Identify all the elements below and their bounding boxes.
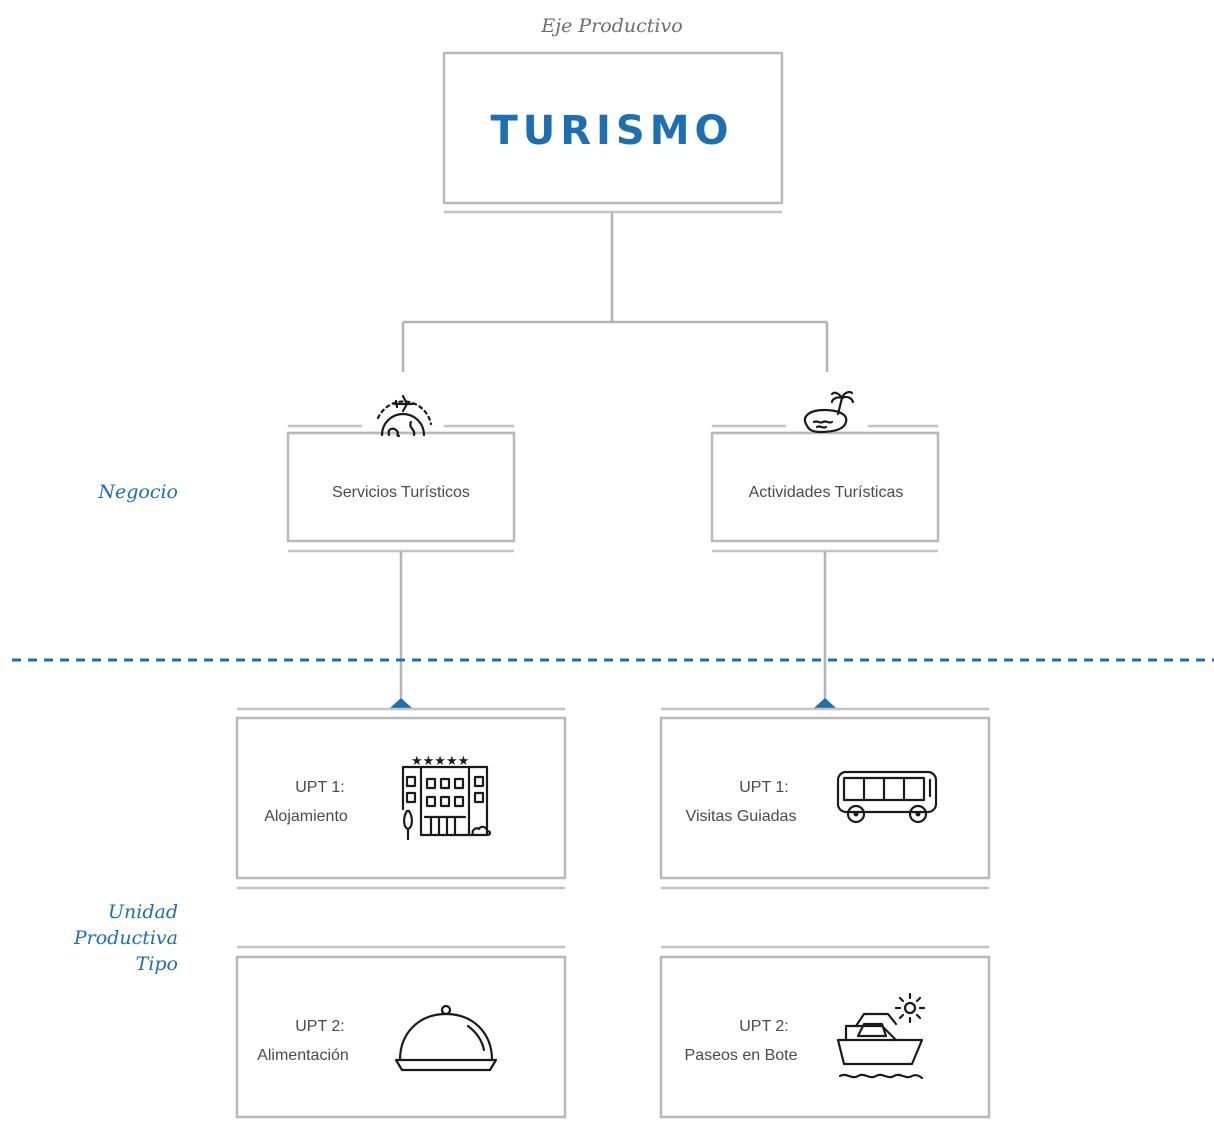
upt-number: UPT 1: xyxy=(295,779,345,796)
boat-sun-icon xyxy=(836,992,926,1080)
unidad-side-line: Unidad xyxy=(108,901,178,923)
hotel-icon: ★★★★★ xyxy=(401,754,492,841)
upt-box-alojamiento: UPT 1: Alojamiento xyxy=(235,707,567,890)
negocio-label: Actividades Turísticas xyxy=(749,484,904,501)
cloche-icon xyxy=(394,1004,498,1072)
negocio-box-actividades: Actividades Turísticas xyxy=(710,424,940,553)
turismo-box: TURISMO xyxy=(442,51,784,214)
bus-icon xyxy=(836,770,938,824)
top-connectors xyxy=(401,212,829,372)
eje-label: Eje Productivo xyxy=(540,15,682,37)
arrow-marker xyxy=(814,698,836,708)
lower-connectors xyxy=(390,551,836,708)
negocio-box-servicios: Servicios Turísticos xyxy=(286,424,516,553)
upt-number: UPT 2: xyxy=(295,1018,345,1035)
unidad-side-label: Unidad Productiva Tipo xyxy=(73,901,178,975)
upt-number: UPT 2: xyxy=(739,1018,789,1035)
negocio-label: Servicios Turísticos xyxy=(332,484,470,501)
upt-name: Alimentación xyxy=(257,1047,349,1064)
globe-airplane-icon xyxy=(376,394,433,438)
svg-text:★★★★★: ★★★★★ xyxy=(411,754,469,769)
turismo-title: TURISMO xyxy=(490,108,733,154)
upt-name: Alojamiento xyxy=(264,808,348,825)
upt-name: Visitas Guiadas xyxy=(686,808,797,825)
island-palm-icon xyxy=(803,390,855,434)
negocio-side-label: Negocio xyxy=(97,481,178,503)
unidad-side-line: Tipo xyxy=(136,953,178,975)
arrow-marker xyxy=(390,698,412,708)
upt-box-paseos: UPT 2: Paseos en Bote xyxy=(659,945,991,1119)
upt-box-visitas: UPT 1: Visitas Guiadas xyxy=(659,707,991,890)
upt-number: UPT 1: xyxy=(739,779,789,796)
unidad-side-line: Productiva xyxy=(73,927,178,949)
upt-box-alimentacion: UPT 2: Alimentación xyxy=(235,945,567,1119)
upt-name: Paseos en Bote xyxy=(685,1047,798,1064)
